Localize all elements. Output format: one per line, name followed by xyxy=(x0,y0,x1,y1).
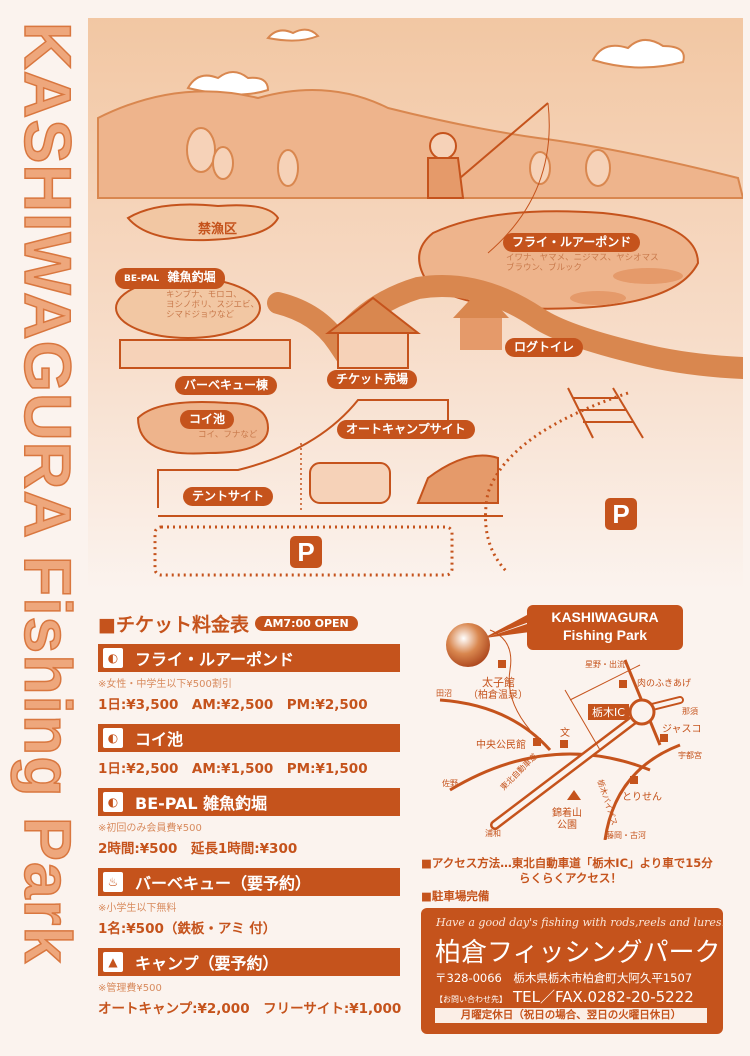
bepal-fish-2: ヨシノボリ、スジエビ、 xyxy=(166,300,259,310)
ticket-header-bbq: ♨ バーベキュー（要予約） xyxy=(98,868,400,896)
callout-line1: KASHIWAGURA xyxy=(551,609,659,625)
tagline: Have a good day's fishing with rods,reel… xyxy=(436,916,726,929)
fly-fish-2: ブラウン、ブルック xyxy=(506,263,582,273)
ticket-note: ※管理費¥500 xyxy=(98,983,162,994)
ticket-note: ※小学生以下無料 xyxy=(98,903,177,914)
log-toilet-label: ログトイレ xyxy=(505,338,584,357)
no-fishing-zone-label: 禁漁区 xyxy=(198,222,238,237)
ticket-name: フライ・ルアーポンド xyxy=(135,650,295,669)
contact-box: Have a good day's fishing with rods,reel… xyxy=(421,908,726,1034)
ticket-name: コイ池 xyxy=(135,730,184,749)
onsen-label: （柏倉温泉） xyxy=(468,690,528,701)
bepal-fish-3: シマドジョウなど xyxy=(166,310,235,320)
location-marker xyxy=(446,623,490,667)
park-label: 公園 xyxy=(557,820,577,831)
fire-icon: ♨ xyxy=(103,872,123,892)
nikunofuki-label: 肉のふきあげ xyxy=(637,679,692,689)
ticket-price: 1日:¥2,500 AM:¥1,500 PM:¥1,500 xyxy=(98,761,368,777)
fly-pond-label: フライ・ルアーポンド xyxy=(503,233,641,252)
open-time-badge: AM7:00 OPEN xyxy=(254,615,358,631)
fish-icon: ◐ xyxy=(103,728,123,748)
vertical-title: KASHIWAGURA Fishing Park xyxy=(10,21,86,964)
utsunomiya-label: 宇都宮 xyxy=(678,751,702,760)
tent-site-label: テントサイト xyxy=(183,487,274,506)
auto-camp-label: オートキャンプサイト xyxy=(337,420,475,439)
callout-line2: Fishing Park xyxy=(562,627,648,643)
ticket-note: ※女性・中学生以下¥500割引 xyxy=(98,679,232,690)
ticket-name: BE-PAL 雑魚釣堀 xyxy=(135,794,268,813)
road-lines xyxy=(439,608,684,841)
ticket-price: オートキャンプ:¥2,000 フリーサイト:¥1,000 xyxy=(98,1001,402,1017)
access-easy: らくらくアクセス！ xyxy=(519,871,622,885)
sano-label: 佐野 xyxy=(442,779,458,788)
hoshino-label: 星野・出流 xyxy=(585,660,625,669)
access-info: ■アクセス方法…東北自動車道「栃木IC」より車で15分 らくらくアクセス！ ■駐… xyxy=(421,856,713,904)
access-map: KASHIWAGURA Fishing Park 太子館 （柏倉温泉） 田沼 中… xyxy=(410,600,730,841)
tent-icon: ▲ xyxy=(103,952,123,972)
ticket-header-bepal: ◐ BE-PAL 雑魚釣堀 xyxy=(98,788,400,816)
nishikigasa-label: 錦着山 xyxy=(552,808,582,819)
nasu-label: 那須 xyxy=(682,707,698,716)
ticket-price: 2時間:¥500 延長1時間:¥300 xyxy=(98,841,298,857)
torisen-label: とりせん xyxy=(622,792,662,803)
bepal-prefix: BE-PAL xyxy=(124,274,160,284)
ticket-header-camp: ▲ キャンプ（要予約） xyxy=(98,948,400,976)
fish-icon: ◐ xyxy=(103,648,123,668)
phone-fax: TEL／FAX.0282-20-5222 xyxy=(513,988,694,1006)
ticket-price-table: ■チケット料金表 AM7:00 OPEN ◐ フライ・ルアーポンド ※女性・中学生以… xyxy=(98,608,402,1017)
koi-fish: コイ、フナなど xyxy=(198,430,258,440)
park-map: 禁漁区 BE-PAL 雑魚釣堀 キンブナ、モロコ、 ヨシノボリ、スジエビ、 シマ… xyxy=(88,18,750,590)
ticket-price: 1日:¥3,500 AM:¥2,500 PM:¥2,500 xyxy=(98,697,368,713)
ticket-price: 1名:¥500（鉄板・アミ 付） xyxy=(98,921,277,937)
address: 〒328-0066 栃木県栃木市柏倉町大阿久平1507 xyxy=(435,971,693,985)
ticket-office-label: チケット売場 xyxy=(327,370,418,389)
parking-sign: P xyxy=(290,536,322,568)
ticket-note: ※初回のみ会員費¥500 xyxy=(98,823,202,834)
school-label: 文 xyxy=(560,728,570,739)
bepal-name: 雑魚釣堀 xyxy=(167,270,216,284)
contact-label: 【お問い合わせ先】 xyxy=(435,995,507,1004)
koi-pond-label: コイ池 xyxy=(180,410,235,429)
tochigi-ic-label: 栃木IC xyxy=(588,704,629,720)
holiday-notice: 月曜定休日（祝日の場合、翌日の火曜日休日） xyxy=(435,1008,707,1023)
fish-icon: ◐ xyxy=(103,792,123,812)
ticket-header-fly-pond: ◐ フライ・ルアーポンド xyxy=(98,644,400,672)
ticket-name: キャンプ（要予約） xyxy=(135,954,279,973)
ticket-title: ■チケット料金表 xyxy=(98,613,249,636)
tanuma-label: 田沼 xyxy=(436,689,452,698)
ticket-name: バーベキュー（要予約） xyxy=(135,874,312,893)
jusco-label: ジャスコ xyxy=(662,724,702,735)
parking-sign-2: P xyxy=(605,498,637,530)
parking-available: ■駐車場完備 xyxy=(421,889,490,903)
urawa-label: 浦和 xyxy=(485,829,501,838)
park-callout: KASHIWAGURA Fishing Park xyxy=(527,605,683,650)
access-method: ■アクセス方法…東北自動車道「栃木IC」より車で15分 xyxy=(421,856,713,870)
fly-fish-1: イワナ、ヤマメ、ニジマス、ヤシオマス xyxy=(506,253,659,263)
bbq-building-label: バーベキュー棟 xyxy=(175,376,278,395)
ticket-header-koi-pond: ◐ コイ池 xyxy=(98,724,400,752)
bepal-fish-1: キンブナ、モロコ、 xyxy=(166,290,242,300)
park-name: 柏倉フィッシングパーク xyxy=(435,938,721,968)
chuo-label: 中央公民館 xyxy=(476,740,526,751)
taishikan-label: 太子館 xyxy=(482,676,515,689)
bepal-pond-label: BE-PAL 雑魚釣堀 xyxy=(115,268,225,289)
fujioka-label: 藤岡・古河 xyxy=(606,831,646,840)
